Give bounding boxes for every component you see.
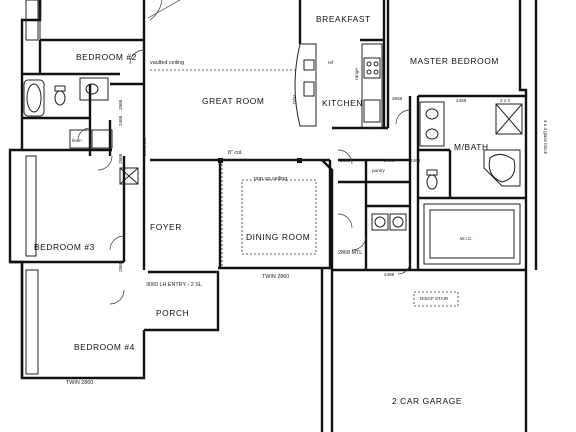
kitchen-label: KITCHEN: [322, 98, 363, 108]
door-note-mtl: 2868 MTL: [338, 250, 362, 256]
door-note-2868-a: 2868: [118, 153, 123, 164]
dining-room-label: DINING ROOM: [246, 232, 310, 242]
door-note-co: 2868 CO: [142, 137, 147, 156]
pantry-note: pantry: [372, 168, 385, 173]
master-bath-label: M/BATH: [454, 142, 489, 152]
door-note-2868-b: 2868: [118, 261, 123, 272]
glass-block-note: 4 x 4 glass block: [543, 120, 548, 155]
interior-walls: [10, 0, 526, 378]
door-note-2468-d: 2468: [384, 272, 395, 277]
bedroom2-label: BEDROOM #2: [76, 52, 137, 62]
foyer-label: FOYER: [150, 222, 182, 232]
door-swings: [77, 0, 411, 305]
column-note: 8" col.: [228, 150, 243, 156]
plan-notes: vaulted ceiling pop up ceiling 8" col. 3…: [66, 60, 548, 386]
linen-note: linen: [72, 138, 82, 143]
refrigerator-note: ref: [328, 60, 334, 65]
door-note-2468-e: 2468: [410, 158, 421, 163]
pop-up-ceiling-note: pop up ceiling: [254, 176, 287, 182]
bedroom3-label: BEDROOM #3: [34, 242, 95, 252]
breakfast-label: BREAKFAST: [316, 14, 371, 24]
porch-label: PORCH: [156, 308, 189, 318]
door-note-2468-b: 2468: [384, 158, 395, 163]
door-note-2868-c: 2868: [340, 158, 351, 163]
entry-door-note: 3060 LH ENTRY - 2 SL: [146, 282, 202, 288]
door-note-2868-d: 2868: [118, 99, 123, 110]
door-note-2668: 2668: [392, 96, 403, 101]
master-bedroom-label: MASTER BEDROOM: [410, 56, 499, 66]
fixtures: [23, 43, 523, 307]
twin-window-note-front: TWIN 2860: [262, 274, 289, 280]
door-note-2468-a: 2468: [118, 115, 123, 126]
closets: [25, 0, 41, 375]
vaulted-ceiling-note: vaulted ceiling: [150, 60, 184, 66]
dishwasher-note: D/W: [292, 94, 297, 104]
bedroom4-label: BEDROOM #4: [74, 342, 135, 352]
garage-label: 2 CAR GARAGE: [392, 396, 462, 406]
columns: [218, 158, 302, 163]
twin-window-note-bedroom4: TWIN 2860: [66, 380, 93, 386]
room-labels: BEDROOM #2 GREAT ROOM BREAKFAST KITCHEN …: [34, 14, 499, 406]
great-room-label: GREAT ROOM: [202, 96, 264, 106]
tub-size-note: 2 x 4: [500, 98, 510, 103]
range-note: range: [354, 68, 359, 80]
door-note-2468-c: 2468: [456, 98, 467, 103]
wic-note: W.I.C.: [460, 236, 473, 241]
disappearing-stair-note: DISAP STAIR: [420, 296, 449, 301]
